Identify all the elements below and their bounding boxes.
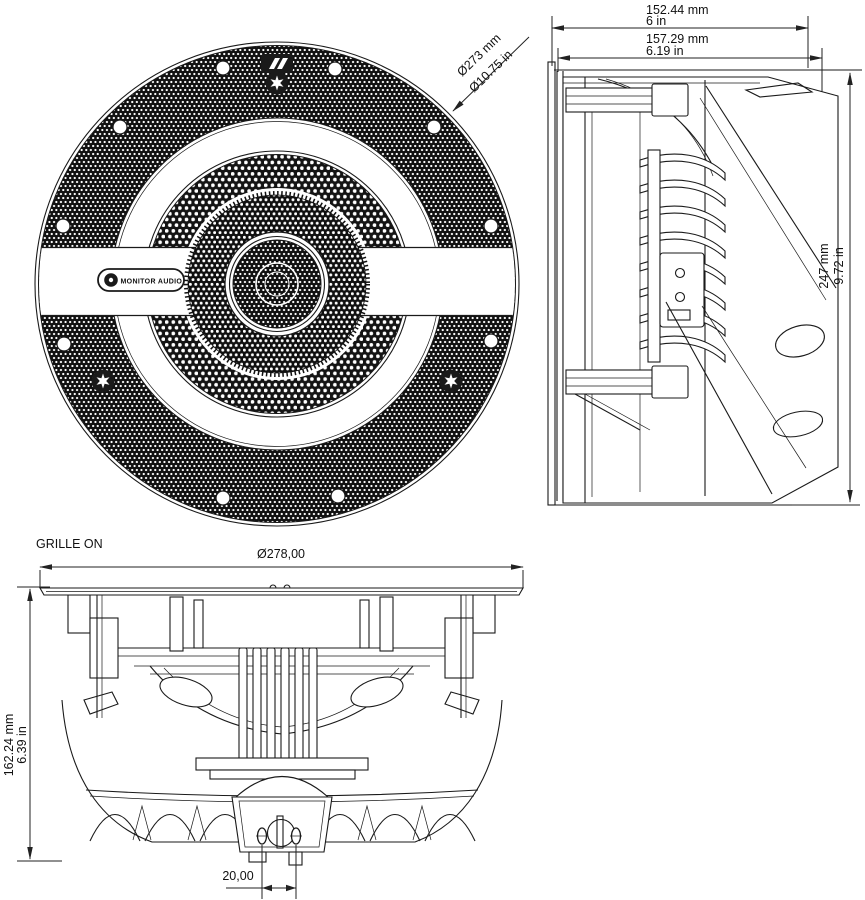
grille-diameter-dimension: Ø278,00	[39, 547, 524, 588]
tweeter-dome	[232, 239, 322, 329]
bottom-height-dimension: 162.24 mm 6.39 in	[2, 586, 62, 862]
pole-piece	[647, 149, 661, 363]
side-view: 152.44 mm 6 in 157.29 mm 6.19 in 247 mm …	[547, 3, 862, 506]
grille-plate-edge	[547, 61, 556, 506]
side-terminal-block	[659, 252, 705, 328]
left-clamp	[67, 594, 119, 718]
mounting-hole	[56, 336, 72, 352]
brand-emblem-icon	[261, 54, 293, 73]
torx-screw-icon	[265, 71, 289, 95]
depth-in: 9.72 in	[832, 247, 846, 285]
top-clamp-arm	[565, 83, 689, 117]
grille-outer-rim	[34, 41, 520, 527]
mounting-hole	[483, 218, 499, 234]
mounting-hole	[215, 490, 231, 506]
bottom-clamp-arm	[565, 365, 689, 431]
terminal-spacing-dimension: 20,00	[222, 845, 297, 899]
mounting-holes	[55, 60, 499, 506]
overall-width-in: 6.19 in	[646, 44, 684, 58]
woofer-cone-edge	[184, 191, 370, 377]
mounting-hole	[330, 488, 346, 504]
terminal-box	[231, 776, 333, 866]
mounting-hole	[215, 60, 231, 76]
cutout-width-in: 6 in	[646, 14, 666, 28]
front-diameter-dimension: Ø273 mm Ø10.75 in	[452, 31, 530, 112]
driver-assembly	[149, 647, 414, 780]
depth-mm: 247 mm	[817, 243, 831, 288]
mounting-hole	[327, 61, 343, 77]
mounting-hole	[112, 119, 128, 135]
cutout-width-mm: 152.44 mm	[646, 3, 709, 17]
bottom-height-in: 6.39 in	[15, 726, 29, 764]
grille-diameter-label: Ø278,00	[257, 547, 305, 561]
mounting-hole	[55, 218, 71, 234]
terminal-spacing-label: 20,00	[222, 869, 253, 883]
brand-badge: MONITOR AUDIO	[97, 268, 185, 292]
overall-width-mm: 157.29 mm	[646, 32, 709, 46]
torx-screw-icon	[91, 369, 115, 393]
right-clamp	[444, 594, 496, 718]
side-depth-dimension: 247 mm 9.72 in	[792, 72, 860, 506]
mounting-hole	[426, 119, 442, 135]
mounting-hole	[483, 333, 499, 349]
torx-screw-icon	[439, 369, 463, 393]
bottom-view: GRILLE ON	[2, 537, 524, 899]
grille-plate	[39, 584, 524, 596]
side-width-dimensions: 152.44 mm 6 in 157.29 mm 6.19 in	[551, 3, 823, 92]
brand-badge-label: MONITOR AUDIO	[121, 279, 183, 286]
front-view: MONITOR AUDIO	[34, 31, 530, 527]
bottom-height-mm: 162.24 mm	[2, 714, 16, 777]
bottom-view-label: GRILLE ON	[36, 537, 103, 551]
